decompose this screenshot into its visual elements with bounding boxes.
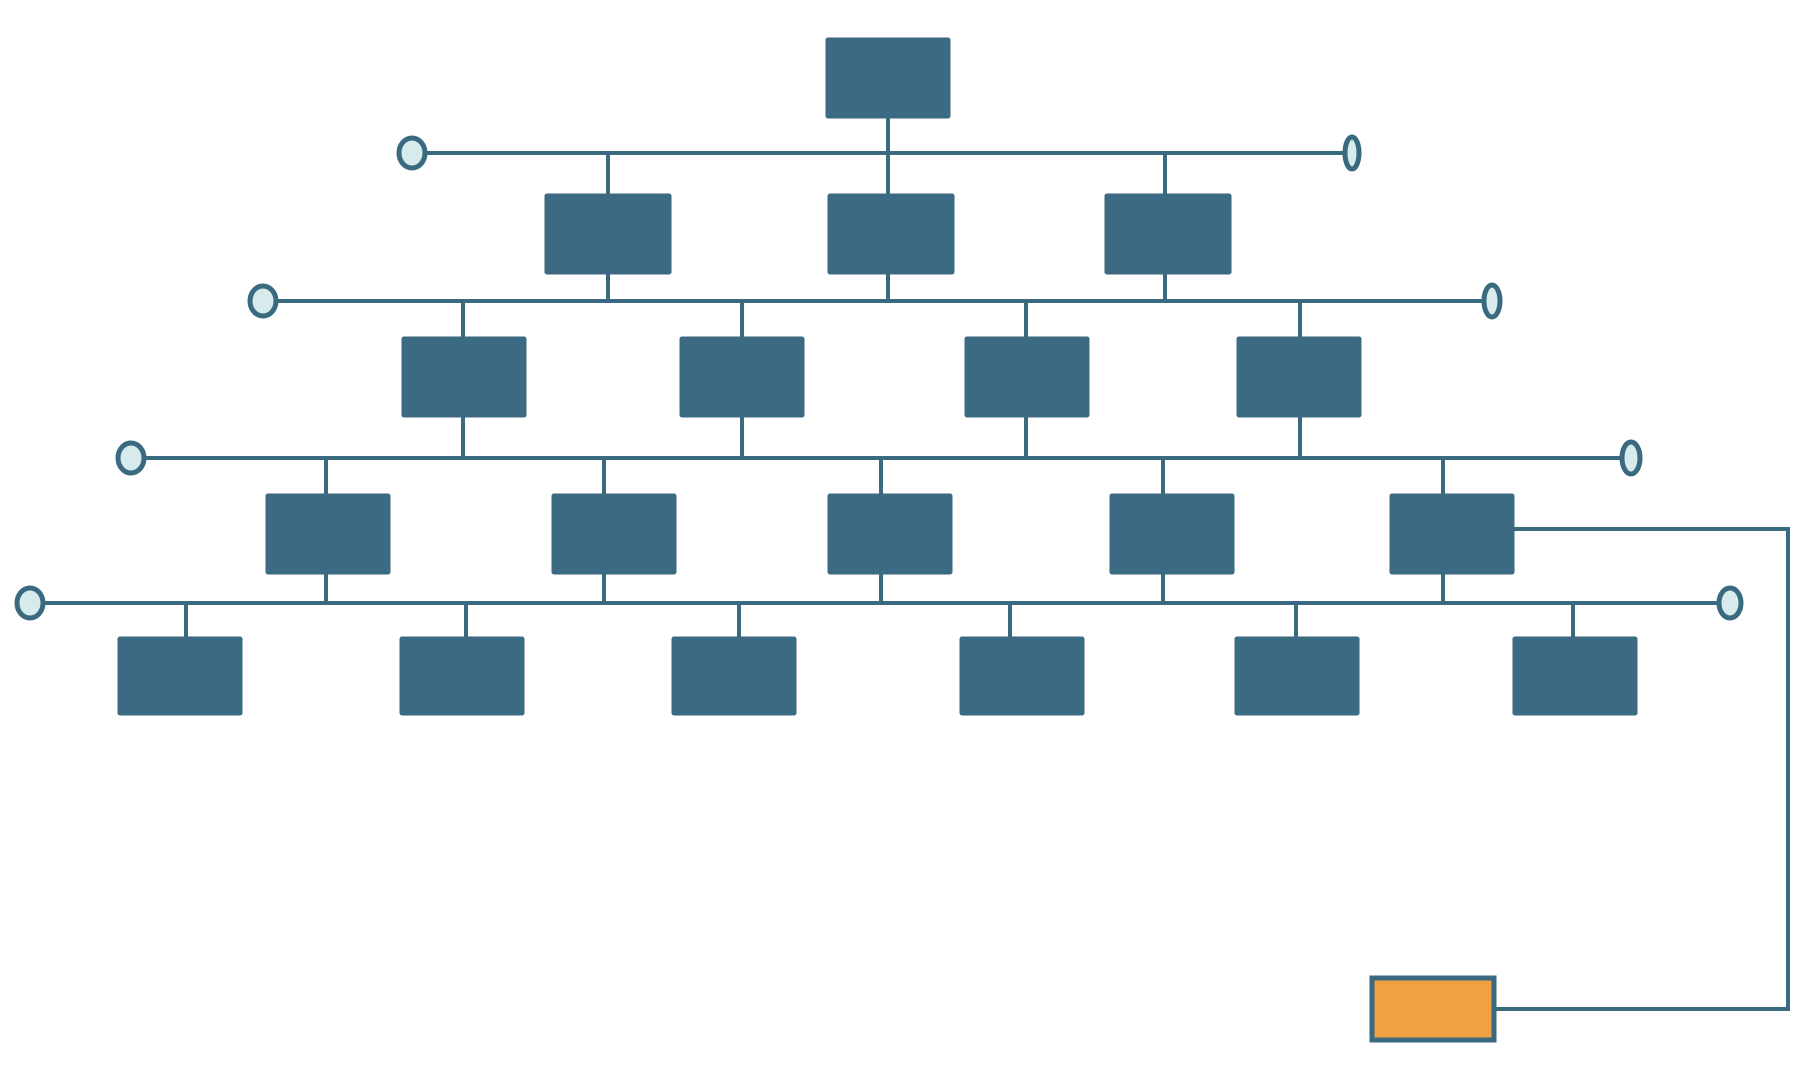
level3-node-4[interactable] — [1236, 336, 1362, 418]
level4-node-3[interactable] — [827, 493, 953, 575]
level4-node-1[interactable] — [265, 493, 391, 575]
buses-layer — [14, 134, 1744, 621]
level4-node-5[interactable] — [1389, 493, 1515, 575]
level4-node-2[interactable] — [551, 493, 677, 575]
root-node[interactable] — [825, 37, 951, 119]
node-group-level-1 — [825, 37, 951, 119]
level2-node-3[interactable] — [1104, 193, 1232, 275]
level4-node-4[interactable] — [1109, 493, 1235, 575]
bus-endpoint-right-bus-1[interactable] — [1342, 134, 1362, 172]
nodes-layer — [117, 37, 1638, 716]
level3-node-1[interactable] — [401, 336, 527, 418]
bus-endpoint-right-bus-2[interactable] — [1481, 282, 1503, 320]
level5-node-2[interactable] — [399, 636, 525, 716]
node-group-level-2 — [544, 193, 1232, 275]
level5-node-5[interactable] — [1234, 636, 1360, 716]
level2-node-2[interactable] — [827, 193, 955, 275]
level2-node-1[interactable] — [544, 193, 672, 275]
level5-node-1[interactable] — [117, 636, 243, 716]
highlight-layer — [1369, 527, 1790, 1043]
level5-node-6[interactable] — [1512, 636, 1638, 716]
node-group-level-4 — [265, 493, 1515, 575]
highlighted-node[interactable] — [1369, 975, 1497, 1043]
bus-endpoint-left-bus-2[interactable] — [247, 283, 279, 319]
connectors-layer — [184, 118, 1575, 637]
node-group-level-3 — [401, 336, 1362, 418]
bus-endpoint-left-bus-4[interactable] — [14, 585, 46, 621]
level3-node-2[interactable] — [679, 336, 805, 418]
level5-node-3[interactable] — [671, 636, 797, 716]
level3-node-3[interactable] — [964, 336, 1090, 418]
bus-endpoint-left-bus-1[interactable] — [396, 135, 428, 171]
bus-endpoint-right-bus-3[interactable] — [1619, 439, 1643, 477]
bus-endpoint-right-bus-4[interactable] — [1716, 585, 1744, 621]
node-group-level-5 — [117, 636, 1638, 716]
highlight-callout-connector — [1494, 527, 1790, 1011]
level5-node-4[interactable] — [959, 636, 1085, 716]
bus-endpoint-left-bus-3[interactable] — [115, 440, 147, 476]
